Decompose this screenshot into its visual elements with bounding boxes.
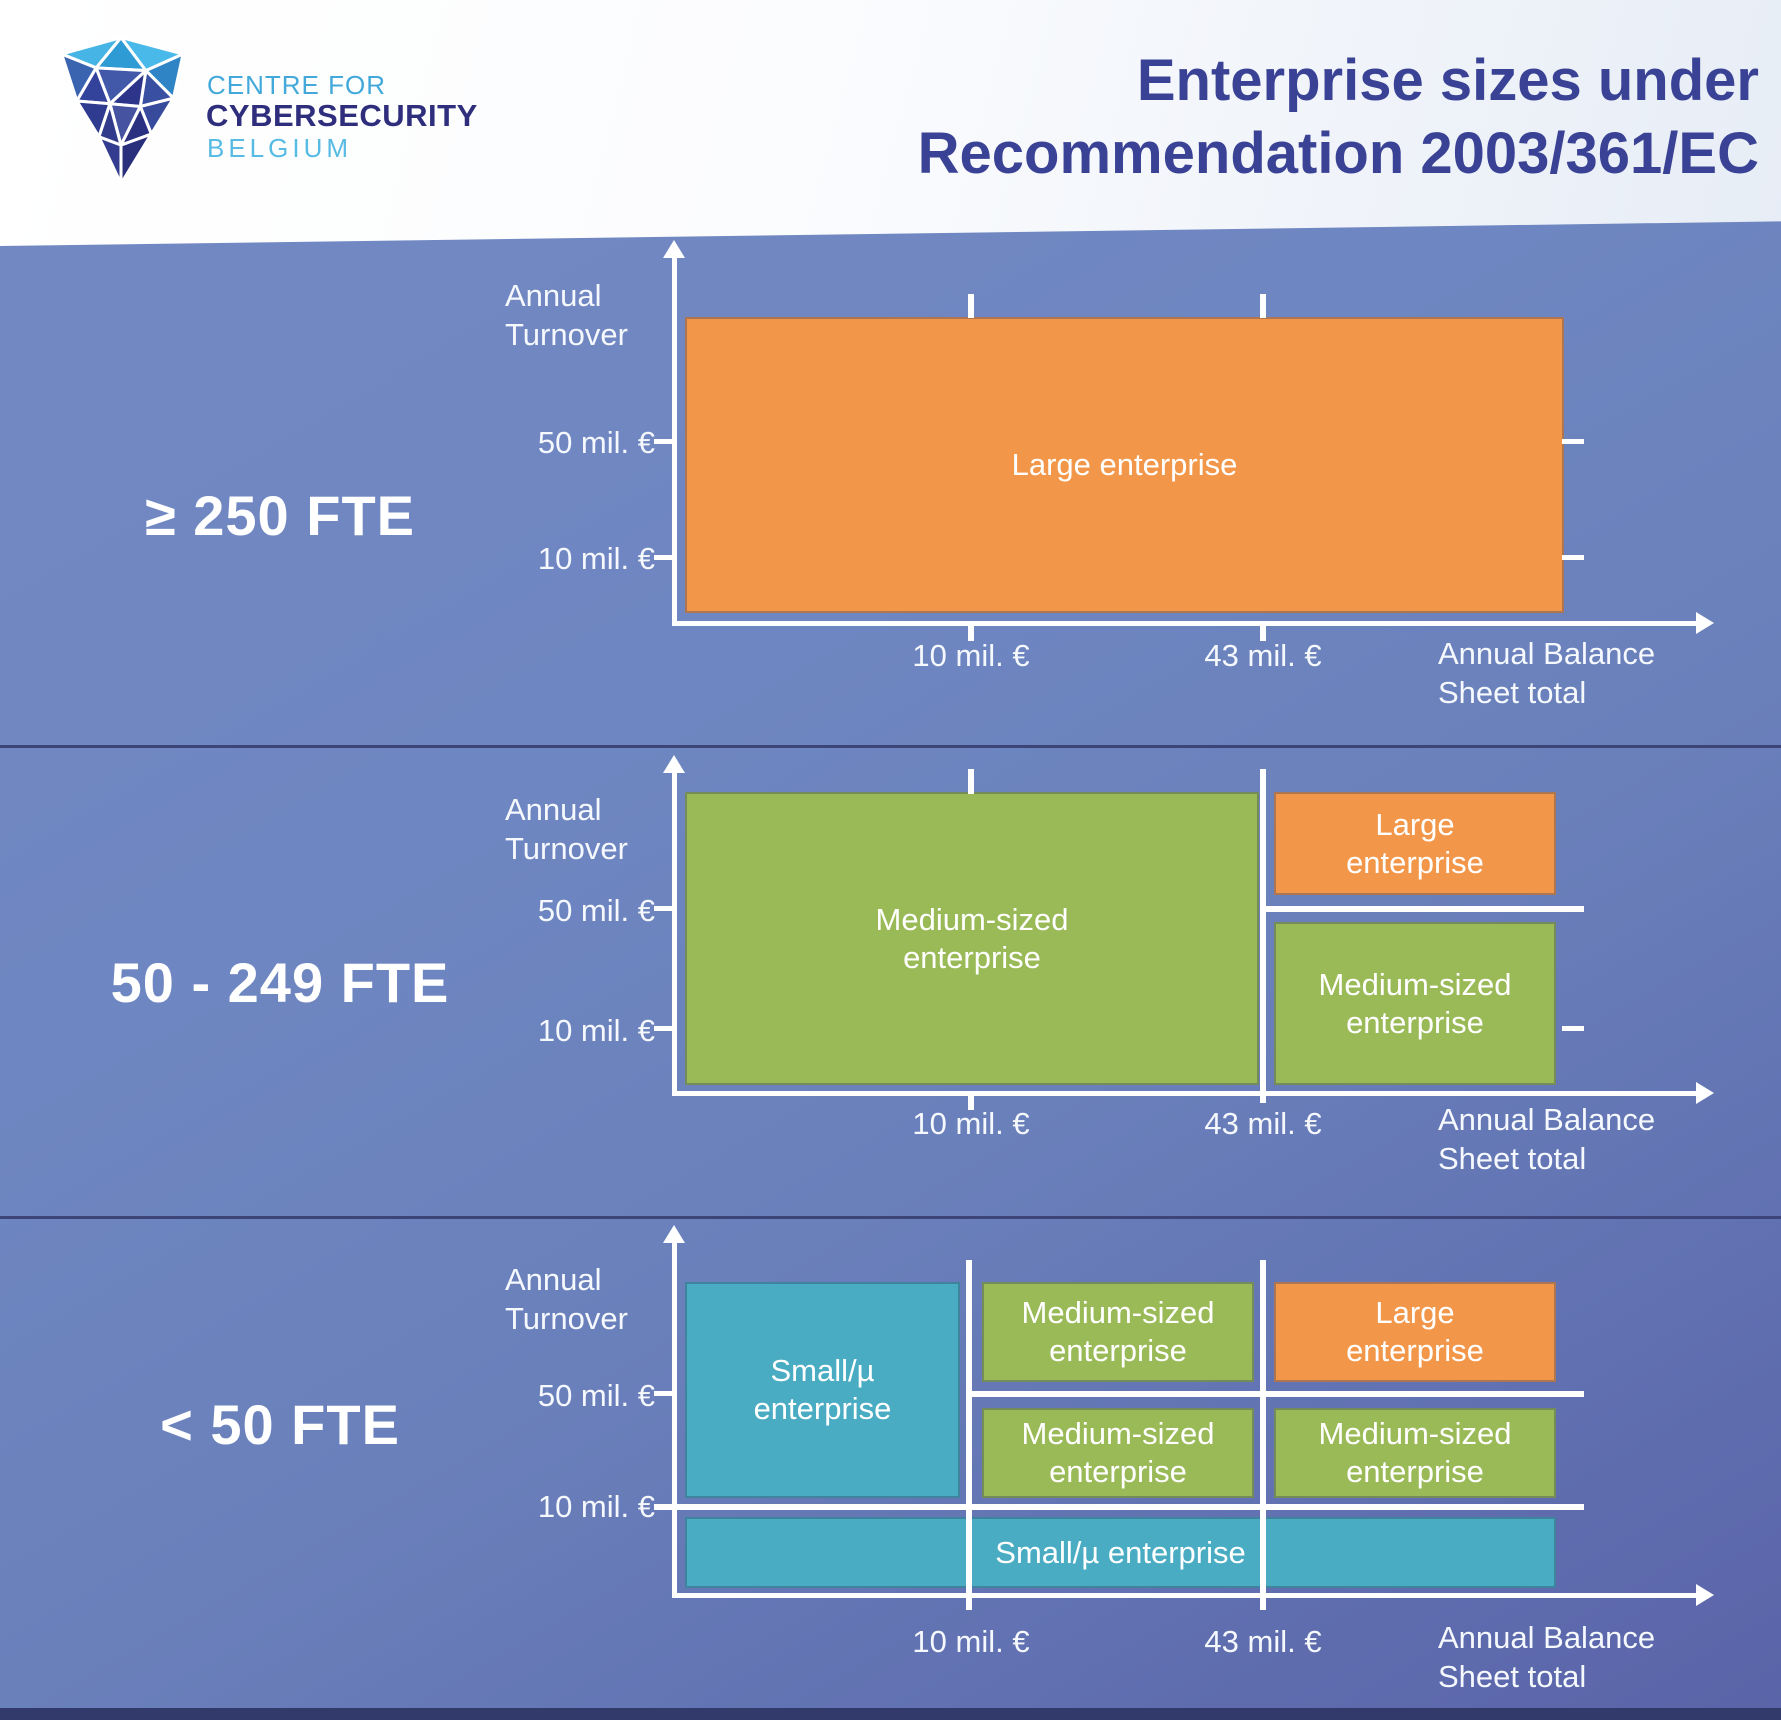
region-label: Medium-sized enterprise (875, 901, 1069, 975)
panel1-region-large-enterprise: Large enterprise (685, 317, 1564, 613)
panel3-region-medium-top-middle: Medium-sized enterprise (982, 1282, 1254, 1382)
panel2-ytick-50 (654, 906, 676, 911)
page-title-line1: Enterprise sizes under (1136, 48, 1759, 113)
panel2-region-medium-main: Medium-sized enterprise (685, 792, 1259, 1085)
panel1-ytick-50 (654, 439, 676, 444)
panel2-ytick-50-label: 50 mil. € (537, 893, 655, 928)
panel3-xtick-10-label: 10 mil. € (912, 1624, 1030, 1659)
panel1-ytick-10-label: 10 mil. € (537, 541, 655, 576)
panel2-x-axis-arrow-icon (1696, 1082, 1714, 1104)
panel3-50mil-gridline (966, 1391, 1584, 1397)
panel2-ytick-10 (654, 1026, 676, 1031)
panel1-fte-label: ≥ 250 FTE (144, 484, 416, 547)
ccb-shield-logo-icon (60, 35, 185, 186)
panel3-region-small-main: Small/µ enterprise (685, 1282, 960, 1498)
panel3-10mil-gridline-horizontal (654, 1504, 1584, 1510)
panel3-x-axis-title: Annual Balance Sheet total (1438, 1620, 1656, 1694)
logo-text-centre-for: CENTRE FOR (207, 70, 386, 100)
logo-text-belgium: BELGIUM (207, 133, 353, 163)
panel-divider-2 (0, 1216, 1781, 1219)
panel2-x-axis (672, 1091, 1698, 1096)
panel3-region-medium-bottom-middle: Medium-sized enterprise (982, 1408, 1254, 1498)
panel2-region-medium-bottom-right: Medium-sized enterprise (1274, 922, 1556, 1085)
panel1-x-axis-arrow-icon (1696, 612, 1714, 634)
panel1-xtick-43-top (1260, 294, 1266, 318)
panel3-x-axis-arrow-icon (1696, 1584, 1714, 1606)
panel2-xtick-43-label: 43 mil. € (1204, 1106, 1322, 1141)
region-label: Medium-sized enterprise (1021, 1295, 1215, 1368)
panel3-region-medium-bottom-right: Medium-sized enterprise (1274, 1408, 1556, 1498)
region-label: Large enterprise (1011, 447, 1238, 482)
panel1-xtick-10-label: 10 mil. € (912, 638, 1030, 673)
panel3-y-axis-arrow-icon (663, 1225, 685, 1243)
panel3-10mil-gridline (966, 1260, 972, 1610)
bottom-accent-band (0, 1708, 1781, 1720)
panel2-ytick-10-label: 10 mil. € (537, 1013, 655, 1048)
logo-text-cybersecurity: CYBERSECURITY (206, 98, 478, 133)
panel2-43mil-gridline (1260, 769, 1266, 1103)
region-label: Medium-sized enterprise (1021, 1416, 1215, 1489)
region-label: Medium-sized enterprise (1318, 1416, 1512, 1489)
panel1-x-axis (672, 621, 1698, 626)
panel3-fte-label: < 50 FTE (160, 1393, 400, 1456)
region-label: Large enterprise (1346, 1295, 1484, 1368)
panel-divider-1 (0, 745, 1781, 748)
page-title-line2: Recommendation 2003/361/EC (917, 121, 1759, 187)
panel2-x-axis-title: Annual Balance Sheet total (1438, 1102, 1656, 1176)
region-label: Small/µ enterprise (995, 1534, 1246, 1570)
panel3-ytick-50-label: 50 mil. € (537, 1378, 655, 1413)
panel1-xtick-43-label: 43 mil. € (1204, 638, 1322, 673)
panel2-region-large-top-right: Large enterprise (1274, 792, 1556, 895)
page-title: Enterprise sizes under Recommendation 20… (659, 44, 1759, 190)
header-band: CENTRE FOR CYBERSECURITY BELGIUM Enterpr… (0, 0, 1781, 246)
panel1-x-axis-title: Annual Balance Sheet total (1438, 636, 1656, 710)
panel2-fte-label: 50 - 249 FTE (110, 951, 450, 1014)
panel3-region-small-bottom-strip: Small/µ enterprise (685, 1517, 1556, 1588)
panel3-y-axis-title: Annual Turnover (505, 1262, 628, 1336)
panel3-ytick-10-label: 10 mil. € (537, 1489, 655, 1524)
panel3-ytick-50 (654, 1391, 676, 1396)
panel1-ytick-50-label: 50 mil. € (537, 425, 655, 460)
panel2-xtick-10-label: 10 mil. € (912, 1106, 1030, 1141)
panel1-xtick-43 (1260, 621, 1266, 641)
panel3-xtick-43-label: 43 mil. € (1204, 1624, 1322, 1659)
panel1-ytick-50-right (1562, 439, 1584, 444)
panel1-xtick-10-top (968, 294, 974, 318)
panel2-xtick-10-top (968, 769, 974, 794)
region-label: Large enterprise (1346, 806, 1484, 880)
panel1-ytick-10 (654, 555, 676, 560)
panel3-y-axis (672, 1241, 677, 1598)
panel1-y-axis-arrow-icon (663, 240, 685, 258)
panel3-x-axis (672, 1593, 1698, 1598)
panel2-y-axis-title: Annual Turnover (505, 792, 628, 866)
panel3-region-large-top-right: Large enterprise (1274, 1282, 1556, 1382)
panel2-y-axis (672, 771, 677, 1096)
panel2-ytick-10-right (1562, 1026, 1584, 1031)
panel1-ytick-10-right (1562, 555, 1584, 560)
panel2-50mil-gridline (1260, 906, 1584, 912)
panel1-xtick-10 (968, 621, 974, 641)
panel2-xtick-10 (968, 1091, 974, 1110)
region-label: Small/µ enterprise (753, 1353, 892, 1426)
panel2-y-axis-arrow-icon (663, 755, 685, 773)
panel3-43mil-gridline (1260, 1260, 1266, 1610)
panel1-y-axis-title: Annual Turnover (505, 278, 628, 352)
region-label: Medium-sized enterprise (1318, 966, 1512, 1040)
